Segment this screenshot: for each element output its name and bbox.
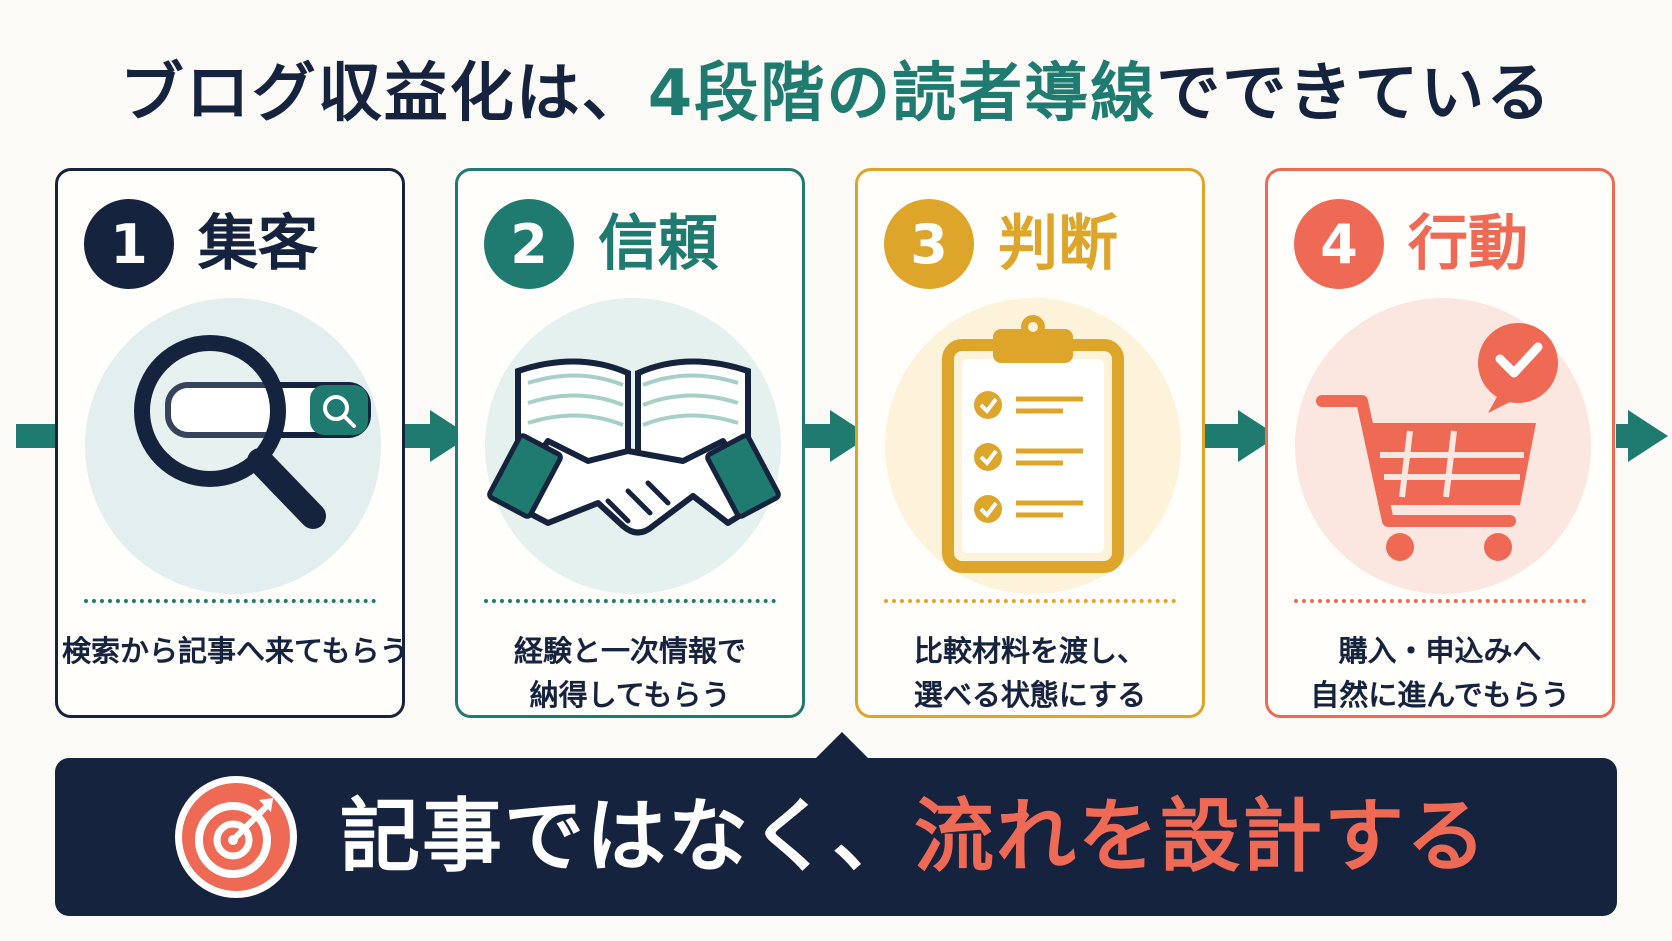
flow-line-start (16, 424, 56, 448)
page-title: ブログ収益化は、4段階の読者導線でできている (0, 42, 1672, 134)
step-description-line: 納得してもらう (529, 678, 731, 712)
step-title: 行動 (1408, 209, 1528, 279)
flow-arrow-end-icon (1628, 410, 1668, 462)
step-divider (1294, 599, 1586, 603)
step-description-line: 購入・申込みへ (1338, 634, 1542, 668)
footer-text-part1: 記事ではなく、 (340, 790, 914, 883)
flow-line-2-3 (804, 424, 834, 448)
magnifier-search-icon (134, 335, 371, 529)
step-number-badge: 3 (884, 199, 974, 289)
shopping-cart-check-icon (1316, 323, 1558, 561)
target-icon (182, 783, 290, 891)
step-description-line: 選べる状態にする (913, 678, 1147, 712)
footer-banner: 記事ではなく、流れを設計する (55, 758, 1617, 916)
step-card-4: 4 行動 購入・申込みへ 自然に進んでもらう (1265, 168, 1615, 718)
step-number-badge: 1 (84, 199, 174, 289)
footer-text-highlight: 流れを設計する (914, 790, 1488, 883)
step-number-badge: 2 (484, 199, 574, 289)
step-title: 判断 (998, 209, 1118, 279)
step-title: 信頼 (598, 209, 718, 279)
clipboard-checklist-icon (942, 315, 1124, 573)
step-description: 比較材料を渡し、 選べる状態にする (862, 629, 1198, 717)
title-part1: ブログ収益化は、 (119, 57, 648, 131)
step-number-badge: 4 (1294, 199, 1384, 289)
step-card-3: 3 判断 比較材料を渡し、 選べる状態にする (855, 168, 1205, 718)
flow-line-3-4 (1204, 424, 1242, 448)
step-title: 集客 (198, 209, 318, 279)
step-divider (84, 599, 376, 603)
book-handshake-icon (487, 358, 781, 536)
title-highlight: 4段階の読者導線 (647, 57, 1157, 131)
step-description: 購入・申込みへ 自然に進んでもらう (1272, 629, 1608, 717)
title-part2: でできている (1156, 57, 1553, 131)
flow-line-1-2 (404, 424, 434, 448)
step-description-line: 検索から記事へ来てもらう (62, 634, 409, 668)
step-description-line: 自然に進んでもらう (1310, 678, 1570, 712)
step-card-1: 1 集客 検索から記事へ来てもらう (55, 168, 409, 718)
footer-notch (812, 732, 872, 762)
step-divider (484, 599, 776, 603)
step-description: 検索から記事へ来てもらう (62, 629, 409, 673)
step-description-line: 経験と一次情報で (513, 634, 746, 668)
step-description-line: 比較材料を渡し、 (913, 634, 1146, 668)
footer-message: 記事ではなく、流れを設計する (340, 778, 1488, 896)
step-card-2: 2 信頼 経験と一次情報で 納得してもらう (455, 168, 805, 718)
step-description: 経験と一次情報で 納得してもらう (462, 629, 798, 717)
step-divider (884, 599, 1176, 603)
footer-icon-container (175, 776, 297, 898)
